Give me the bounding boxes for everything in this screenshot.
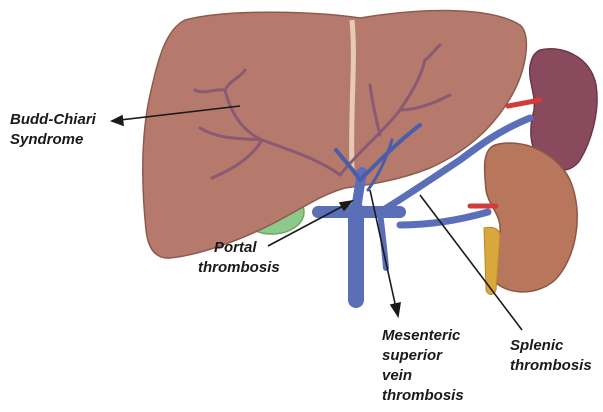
budd-chiari-label: Budd-Chiari Syndrome xyxy=(10,110,96,150)
falciform-ligament xyxy=(352,20,354,170)
budd-chiari-label-line-2: Syndrome xyxy=(10,130,96,150)
mesenteric-label-line-4: thrombosis xyxy=(382,386,464,406)
mesenteric-thrombosis-label: Mesenteric superior vein thrombosis xyxy=(382,326,464,406)
portal-label-line-1: Portal xyxy=(210,238,280,258)
splenic-thrombosis-label: Splenic thrombosis xyxy=(510,336,592,376)
mesenteric-label-line-2: superior xyxy=(382,346,464,366)
splenic-label-line-1: Splenic xyxy=(510,336,592,356)
liver xyxy=(143,11,527,259)
mesenteric-label-line-3: vein xyxy=(382,366,464,386)
splenic-label-line-2: thrombosis xyxy=(510,356,592,376)
portal-thrombosis-label: Portal thrombosis xyxy=(210,238,280,278)
budd-chiari-label-line-1: Budd-Chiari xyxy=(10,110,96,130)
mesenteric-label-line-1: Mesenteric xyxy=(382,326,464,346)
portal-label-line-2: thrombosis xyxy=(198,258,280,278)
